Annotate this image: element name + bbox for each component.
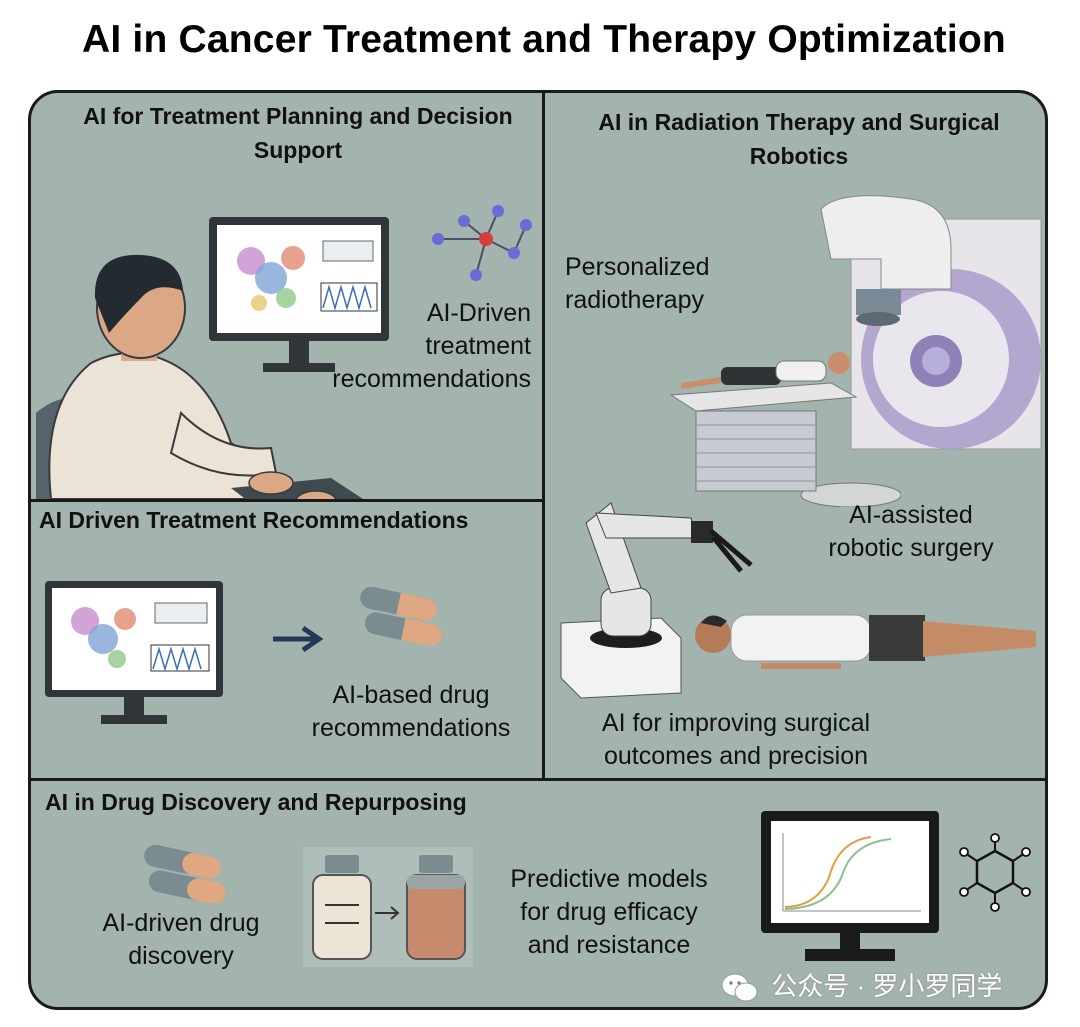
- linac-machine-icon: [820, 195, 1042, 450]
- label-line: AI-assisted: [849, 501, 973, 529]
- label-line: AI for improving surgical: [601, 709, 871, 737]
- label-line: recommendations: [311, 714, 511, 742]
- label-line: radiotherapy: [565, 286, 704, 314]
- drug-recommendation-label: AI-based drug recommendations: [281, 679, 541, 745]
- molecule-network-icon: [432, 205, 532, 281]
- label-line: AI-driven drug: [102, 909, 260, 937]
- panel-radiation-heading: AI in Radiation Therapy and Surgical Rob…: [547, 105, 1045, 173]
- panel-recommendations-heading: AI Driven Treatment Recommendations: [39, 507, 469, 533]
- heading-line: Robotics: [749, 143, 849, 169]
- label-line: AI-based drug: [332, 681, 490, 709]
- pill-capsule-icon: [144, 845, 226, 903]
- diagram-frame: AI for Treatment Planning and Decision S…: [28, 90, 1048, 1010]
- predictive-models-label: Predictive models for drug efficacy and …: [489, 863, 729, 962]
- bottom-horizontal-divider: [31, 778, 1045, 781]
- label-line: recommendations: [332, 365, 531, 393]
- robotic-surgery-label: AI-assisted robotic surgery: [801, 499, 1021, 565]
- label-line: Predictive models: [510, 865, 708, 893]
- ai-treatment-label: AI-Driven treatment recommendations: [291, 297, 531, 396]
- watermark-text: 公众号 · 罗小罗同学: [771, 971, 1003, 1001]
- left-horizontal-divider: [31, 499, 545, 502]
- radiotherapy-label: Personalized radiotherapy: [565, 251, 735, 317]
- label-line: Personalized: [565, 253, 710, 281]
- panel-planning-heading: AI for Treatment Planning and Decision S…: [43, 99, 553, 167]
- heading-line: Support: [253, 137, 343, 163]
- watermark: 公众号 · 罗小罗同学: [720, 966, 1002, 1004]
- label-line: for drug efficacy: [520, 898, 698, 926]
- label-line: robotic surgery: [828, 534, 994, 562]
- label-line: AI-Driven: [426, 299, 531, 327]
- page-title: AI in Cancer Treatment and Therapy Optim…: [82, 18, 1006, 61]
- heading-line: AI in Radiation Therapy and Surgical: [598, 109, 1000, 135]
- label-line: outcomes and precision: [603, 742, 869, 770]
- patient-on-table-icon: [669, 352, 901, 507]
- surgical-outcomes-label: AI for improving surgical outcomes and p…: [571, 707, 901, 773]
- pill-capsule-icon: [360, 587, 442, 645]
- arrow-right-icon: [273, 625, 324, 653]
- robotic-arm-icon: [560, 502, 753, 699]
- doctor-at-computer-icon: [36, 217, 389, 499]
- label-line: treatment: [425, 332, 531, 360]
- drug-discovery-label: AI-driven drug discovery: [81, 907, 281, 973]
- panel-discovery-heading: AI in Drug Discovery and Repurposing: [45, 789, 467, 815]
- chart-monitor-icon: [761, 811, 939, 961]
- patient-lying-icon: [695, 614, 1036, 669]
- heading-line: AI for Treatment Planning and Decision: [83, 103, 513, 129]
- hexagon-molecule-icon: [959, 833, 1031, 912]
- vertical-divider: [542, 93, 545, 781]
- label-line: and resistance: [527, 931, 691, 959]
- vial-icon: [303, 847, 473, 967]
- monitor-data-icon: [45, 581, 223, 724]
- label-line: discovery: [128, 942, 234, 970]
- wechat-icon: [721, 973, 758, 1002]
